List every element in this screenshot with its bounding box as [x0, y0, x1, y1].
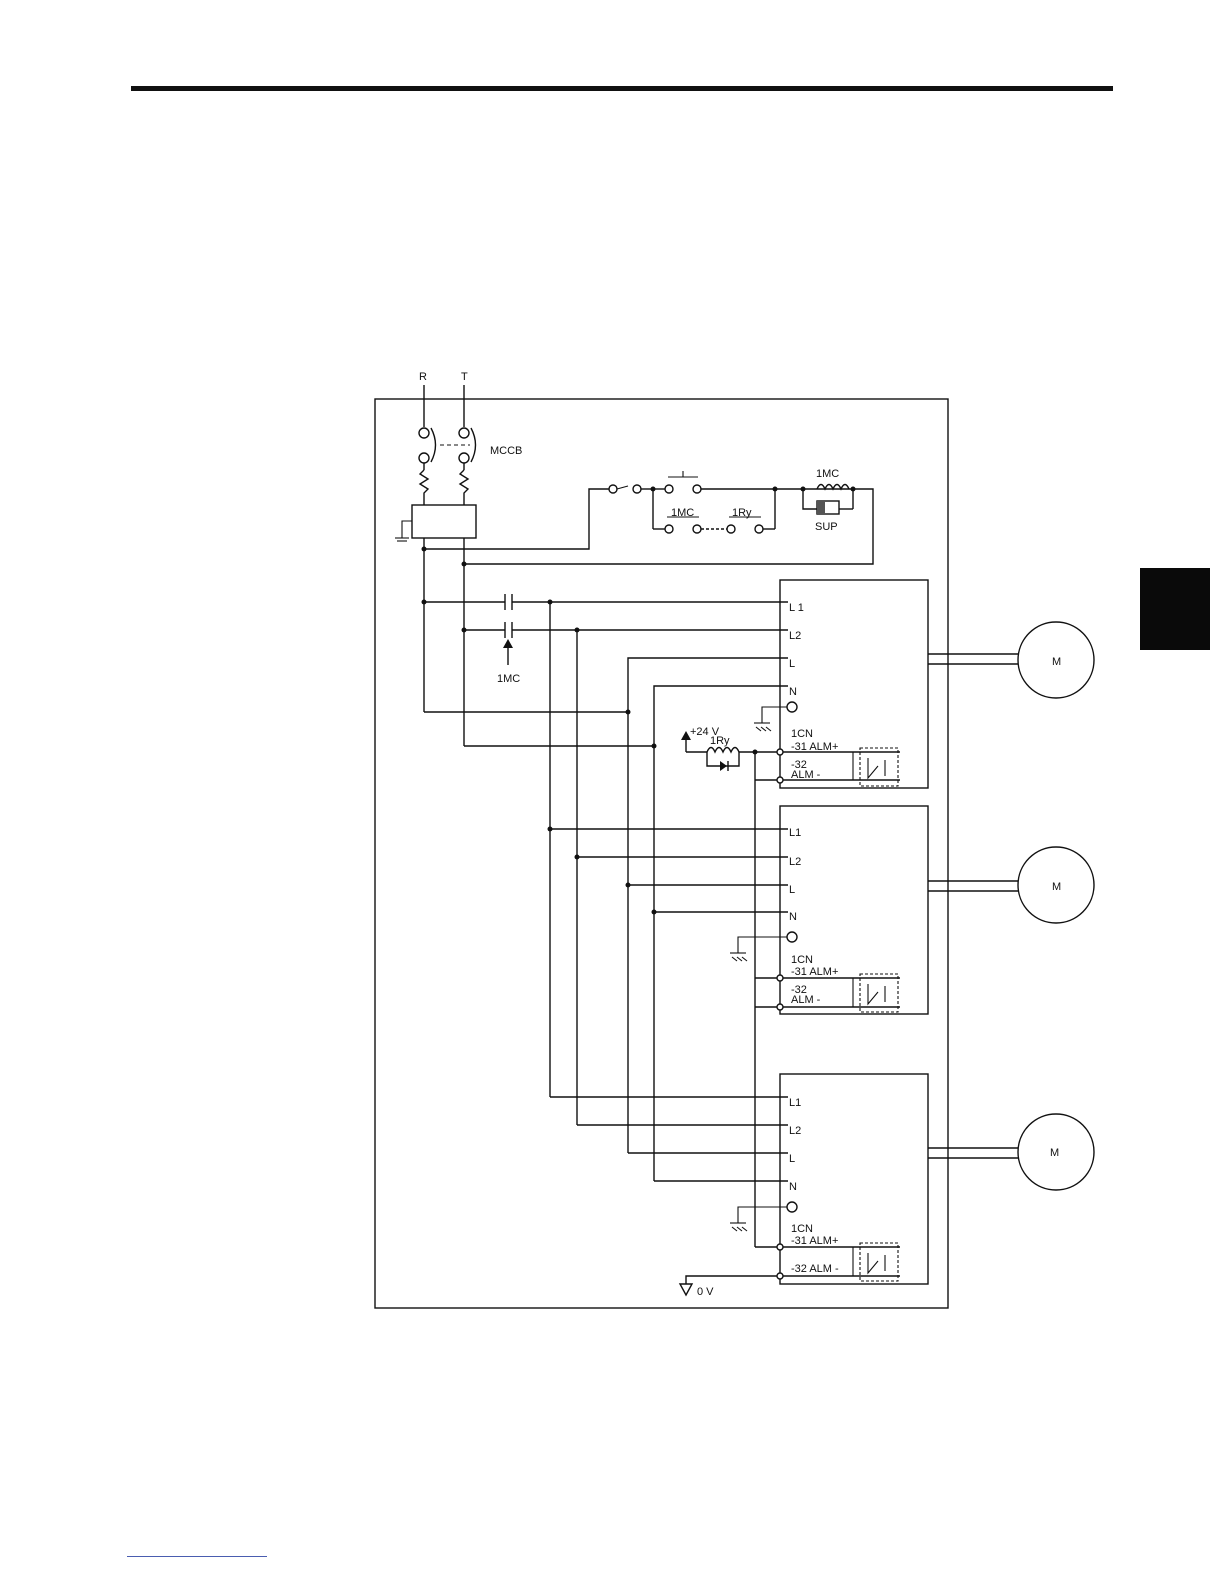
phase-t-label: T	[461, 371, 468, 383]
alarm-chain	[680, 731, 780, 1295]
main-wires	[424, 489, 873, 746]
servo-2-connector: 1CN	[791, 954, 813, 966]
servo-2-n: N	[789, 911, 797, 923]
relay-label: 1Ry	[710, 735, 730, 747]
servo-2-alm-minus: ALM -	[791, 994, 821, 1006]
mccb-label: MCCB	[490, 445, 522, 457]
servo-1-l1: L 1	[789, 602, 804, 614]
servo-2-l2: L2	[789, 856, 801, 868]
servo-2-l1: L1	[789, 827, 801, 839]
motor-2-label: M	[1052, 881, 1061, 893]
zero-volt-label: 0 V	[697, 1286, 714, 1298]
distribution-buses	[422, 547, 789, 1182]
enclosure	[375, 399, 948, 1308]
contactor-1mc	[503, 594, 788, 665]
servo-pack-3	[730, 1074, 1018, 1284]
servo-3-n: N	[789, 1181, 797, 1193]
servo-3-l: L	[789, 1153, 795, 1165]
supply-lines	[424, 385, 464, 427]
alarm-contact-label: 1Ry	[732, 507, 752, 519]
servo-2-alm-plus: -31 ALM+	[791, 966, 838, 978]
servo-3-l2: L2	[789, 1125, 801, 1137]
servo-1-alm-plus: -31 ALM+	[791, 741, 838, 753]
motor-1-label: M	[1052, 656, 1061, 668]
servo-3-alm-plus: -31 ALM+	[791, 1235, 838, 1247]
servo-1-l2: L2	[789, 630, 801, 642]
contactor-label: 1MC	[497, 673, 520, 685]
mccb-breaker	[419, 428, 476, 505]
servo-1-alm-minus: ALM -	[791, 769, 821, 781]
servo-2-l: L	[789, 884, 795, 896]
servo-1-connector: 1CN	[791, 728, 813, 740]
servo-1-n: N	[789, 686, 797, 698]
servo-3-alm-minus: -32 ALM -	[791, 1263, 839, 1275]
coil-label: 1MC	[816, 468, 839, 480]
hold-contact-label: 1MC	[671, 507, 694, 519]
servo-3-connector: 1CN	[791, 1223, 813, 1235]
motor-3-label: M	[1050, 1147, 1059, 1159]
sup-label: SUP	[815, 521, 838, 533]
servo-1-l: L	[789, 658, 795, 670]
noise-filter	[395, 505, 476, 541]
servo-pack-2	[730, 806, 1018, 1014]
phase-r-label: R	[419, 371, 427, 383]
servo-3-l1: L1	[789, 1097, 801, 1109]
